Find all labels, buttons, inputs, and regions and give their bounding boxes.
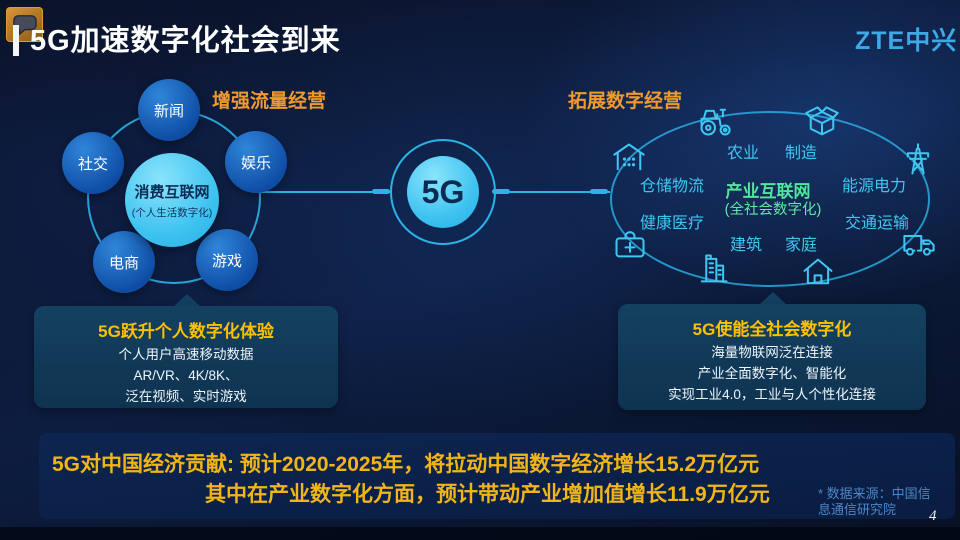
right-panel-line: 实现工业4.0，工业与人个性化连接 bbox=[668, 387, 876, 402]
satellite-social: 社交 bbox=[62, 132, 124, 194]
left-panel-notch bbox=[173, 294, 201, 307]
industry-internet-subtitle: (全社会数字化) bbox=[724, 202, 822, 218]
connector-node bbox=[372, 189, 390, 194]
right-panel-notch bbox=[759, 292, 787, 305]
data-source-footnote: * 数据来源：中国信息通信研究院 bbox=[818, 486, 931, 517]
consumer-internet-title: 消费互联网 bbox=[134, 183, 210, 201]
connector-line-right bbox=[495, 191, 610, 193]
left-panel-line: 泛在视频、实时游戏 bbox=[125, 389, 247, 404]
label-manufacturing: 制造 bbox=[785, 145, 818, 162]
truck-icon bbox=[901, 227, 937, 263]
banner-line-1: 5G对中国经济贡献: 预计2020-2025年，将拉动中国数字经济增长15.2万… bbox=[52, 453, 760, 476]
personal-experience-panel: 5G跃升个人数字化体验 个人用户高速移动数据 AR/VR、4K/8K、 泛在视频… bbox=[34, 306, 338, 408]
right-panel-line: 海量物联网泛在连接 bbox=[711, 345, 833, 360]
warehouse-icon bbox=[611, 140, 647, 176]
connector-line-left bbox=[256, 191, 392, 193]
connector-node bbox=[590, 189, 608, 194]
label-home: 家庭 bbox=[785, 237, 818, 254]
left-panel-title: 5G跃升个人数字化体验 bbox=[98, 322, 274, 341]
page-number: 4 bbox=[929, 508, 937, 524]
power-tower-icon bbox=[900, 142, 936, 178]
economy-contribution-banner: 5G对中国经济贡献: 预计2020-2025年，将拉动中国数字经济增长15.2万… bbox=[39, 433, 955, 519]
house-icon bbox=[800, 254, 836, 290]
office-building-icon bbox=[695, 251, 731, 287]
connector-node bbox=[492, 189, 510, 194]
consumer-internet-subtitle: (个人生活数字化) bbox=[131, 206, 213, 219]
right-panel-title: 5G使能全社会数字化 bbox=[692, 320, 852, 339]
tractor-icon bbox=[697, 103, 733, 139]
package-icon bbox=[804, 104, 840, 140]
left-panel-body: 个人用户高速移动数据 AR/VR、4K/8K、 泛在视频、实时游戏 bbox=[34, 344, 338, 407]
left-panel-line: 个人用户高速移动数据 bbox=[118, 347, 254, 362]
right-cluster-label: 拓展数字经营 bbox=[568, 91, 683, 112]
satellite-games: 游戏 bbox=[196, 229, 258, 291]
left-cluster-label: 增强流量经营 bbox=[212, 91, 327, 112]
satellite-news: 新闻 bbox=[138, 79, 200, 141]
banner-line-2: 其中在产业数字化方面，预计带动产业增加值增长11.9万亿元 bbox=[205, 483, 770, 506]
label-transportation: 交通运输 bbox=[845, 215, 910, 232]
label-construction: 建筑 bbox=[730, 237, 763, 254]
consumer-internet-circle: 消费互联网 (个人生活数字化) bbox=[125, 153, 219, 247]
label-healthcare: 健康医疗 bbox=[640, 215, 705, 232]
right-panel-body: 海量物联网泛在连接 产业全面数字化、智能化 实现工业4.0，工业与人个性化连接 bbox=[618, 342, 926, 405]
label-warehouse-logistics: 仓储物流 bbox=[640, 178, 705, 195]
left-panel-line: AR/VR、4K/8K、 bbox=[133, 368, 239, 383]
medical-kit-icon bbox=[612, 226, 648, 262]
satellite-entertainment: 娱乐 bbox=[225, 131, 287, 193]
industry-ellipse bbox=[610, 111, 930, 287]
page-title: 5G加速数字化社会到来 bbox=[30, 25, 341, 57]
industry-internet-title: 产业互联网 bbox=[725, 182, 811, 201]
society-digitalization-panel: 5G使能全社会数字化 海量物联网泛在连接 产业全面数字化、智能化 实现工业4.0… bbox=[618, 304, 926, 410]
hub-ring bbox=[390, 139, 496, 245]
zte-logo: ZTE中兴 bbox=[855, 27, 958, 55]
right-panel-line: 产业全面数字化、智能化 bbox=[697, 366, 847, 381]
title-accent-bar bbox=[13, 25, 19, 56]
label-agriculture: 农业 bbox=[727, 145, 760, 162]
bottom-shade bbox=[0, 527, 960, 540]
satellite-ecommerce: 电商 bbox=[93, 231, 155, 293]
hub-5g-circle: 5G bbox=[407, 156, 479, 228]
label-energy-power: 能源电力 bbox=[842, 178, 907, 195]
